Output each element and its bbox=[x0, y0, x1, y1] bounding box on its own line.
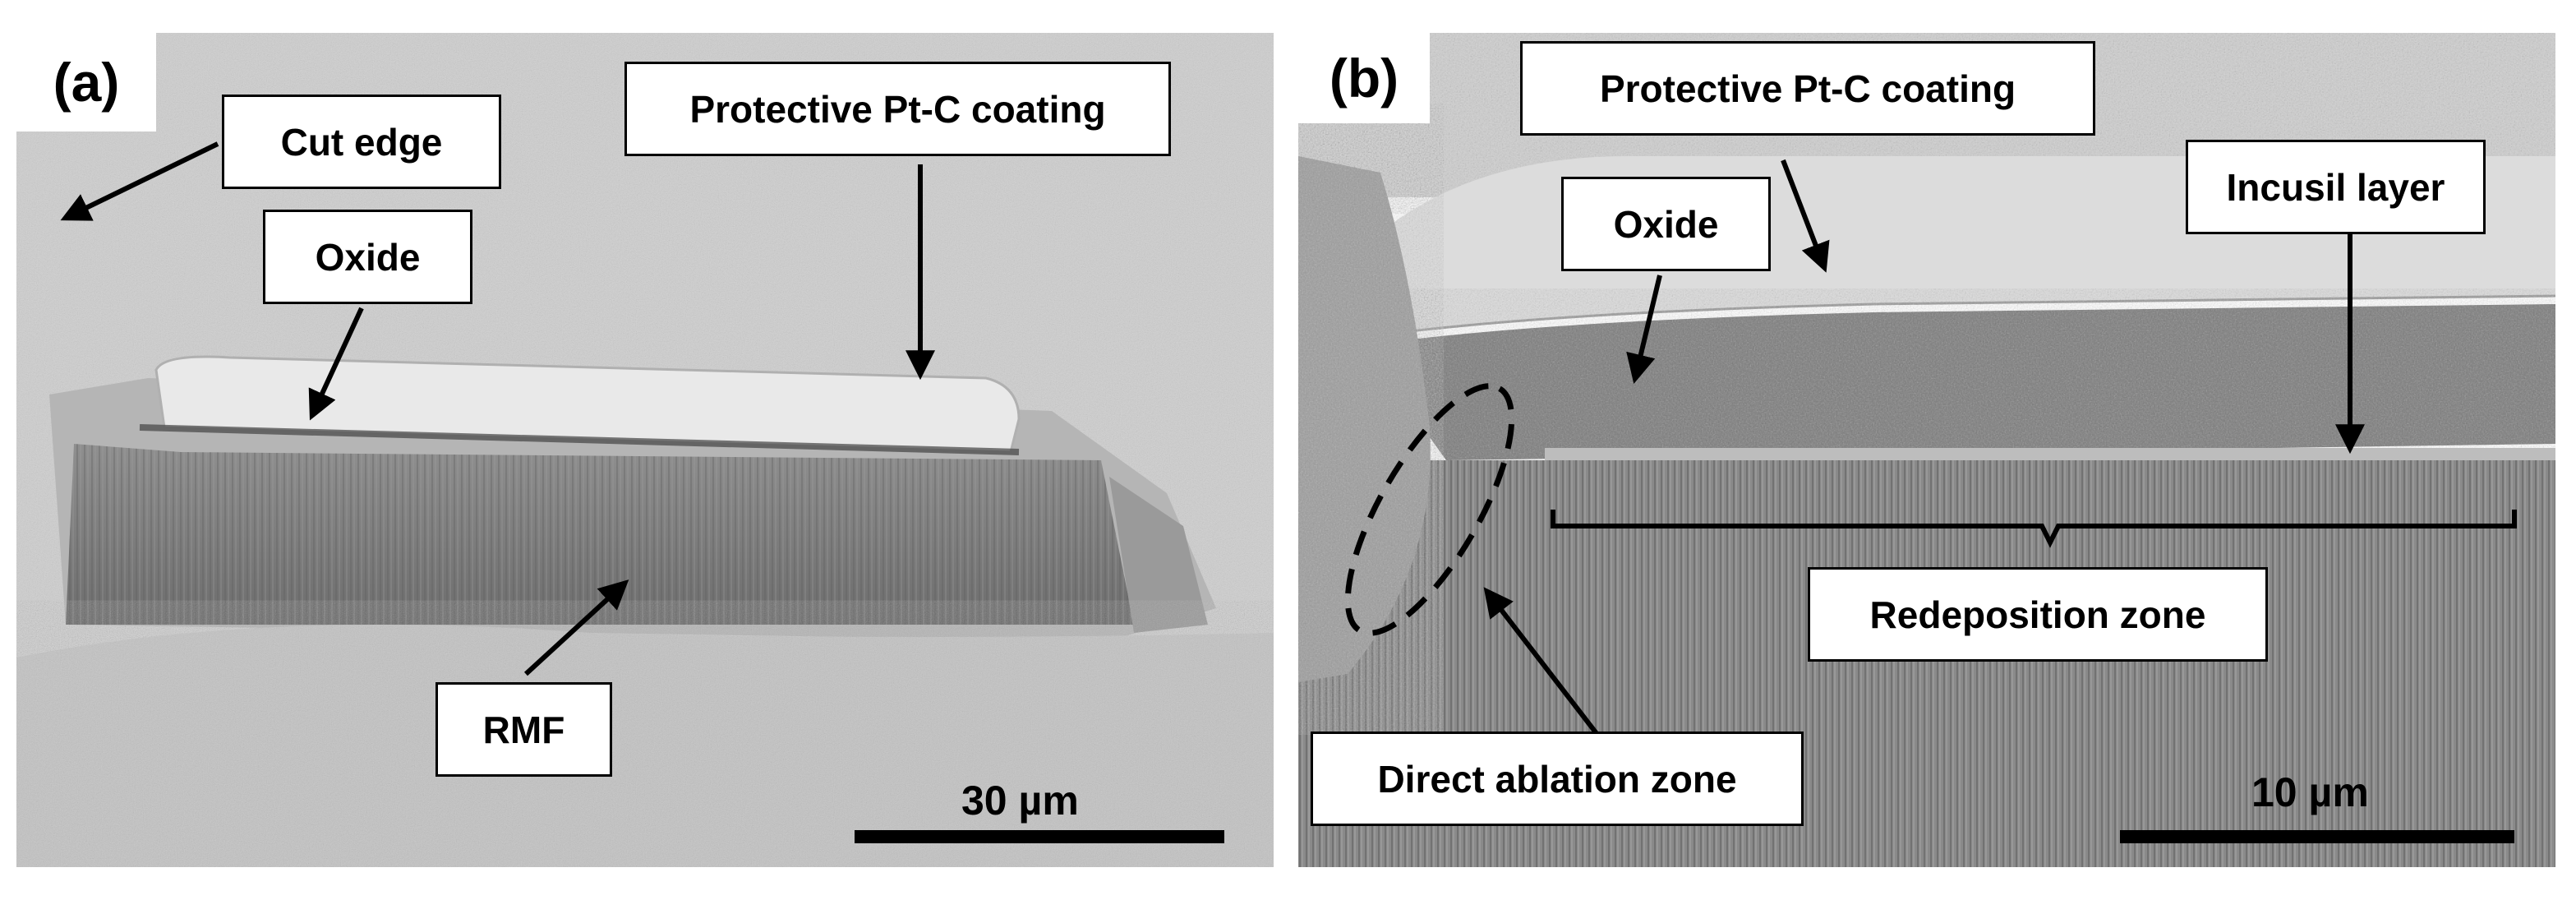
arrows-a bbox=[60, 141, 935, 676]
scale-label-a: 30 µm bbox=[961, 778, 1079, 824]
panel-letter-a: (a) bbox=[16, 33, 156, 132]
panel-b: (b) Protective Pt-C coating Oxide Incusi… bbox=[1298, 33, 2555, 867]
scale-label-b: 10 µm bbox=[2251, 769, 2369, 815]
label-cut-edge: Cut edge bbox=[222, 95, 501, 189]
panel-a: (a) Cut edge Protective Pt-C coating Oxi… bbox=[16, 33, 1274, 867]
label-protective-coating-b: Protective Pt-C coating bbox=[1520, 41, 2095, 136]
arrows-b bbox=[1344, 159, 2517, 737]
scale-bar-a bbox=[855, 830, 1224, 843]
label-redeposition-zone: Redeposition zone bbox=[1808, 567, 2268, 662]
sem-image-a bbox=[16, 33, 1274, 867]
label-incusil-layer: Incusil layer bbox=[2186, 140, 2486, 234]
panel-letter-b: (b) bbox=[1298, 33, 1430, 123]
label-protective-coating-a: Protective Pt-C coating bbox=[624, 62, 1171, 156]
label-direct-ablation-zone: Direct ablation zone bbox=[1311, 732, 1804, 826]
label-oxide-b: Oxide bbox=[1561, 177, 1771, 271]
label-oxide-a: Oxide bbox=[263, 210, 472, 304]
label-rmf: RMF bbox=[435, 682, 612, 777]
scale-bar-b bbox=[2120, 830, 2514, 843]
